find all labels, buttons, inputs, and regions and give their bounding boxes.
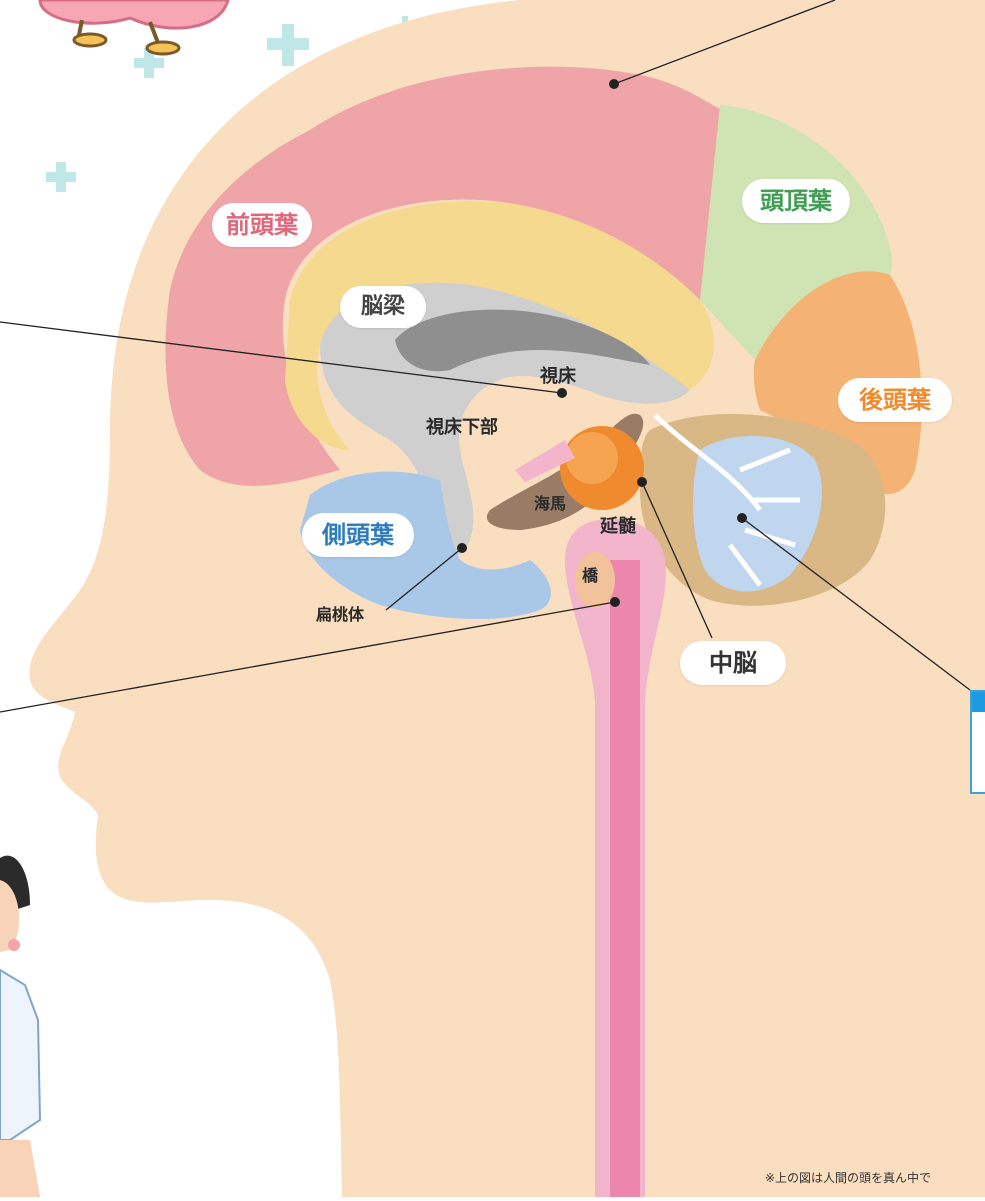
cingulate-region: [285, 201, 714, 450]
brain-character-icon: [38, 0, 230, 56]
label-midbrain: 中脳: [680, 641, 786, 685]
label-hippocampus: 海馬: [534, 494, 567, 513]
info-box-header: [972, 692, 985, 712]
label-occipital-lobe: 後頭葉: [838, 378, 952, 422]
label-medulla: 延髄: [600, 516, 636, 537]
spinal-core: [610, 560, 640, 1197]
label-frontal-lobe: 前頭葉: [212, 203, 312, 247]
label-pons: 橋: [582, 566, 599, 585]
leader-lines: [0, 0, 971, 713]
doctor-character-icon: [0, 855, 42, 1197]
label-amygdala: 扁桃体: [316, 605, 365, 624]
label-corpus-callosum: 脳梁: [340, 286, 426, 328]
parietal-lobe-region: [700, 105, 892, 360]
frontal-lobe-region: [165, 66, 726, 486]
midbrain-highlight: [566, 432, 618, 484]
occipital-lobe-region: [753, 271, 922, 494]
label-hypothalamus: 視床下部: [426, 417, 498, 438]
footnote: ※上の図は人間の頭を真ん中で: [765, 1171, 932, 1185]
label-thalamus: 視床: [540, 366, 576, 387]
sparkle-decorations: [46, 16, 408, 192]
leader-dots: [457, 79, 747, 607]
fornix-region: [515, 440, 575, 482]
pons-region: [575, 552, 615, 608]
label-parietal-lobe: 頭頂葉: [742, 179, 850, 223]
info-box: [970, 690, 985, 794]
arbor-vitae: [653, 413, 800, 587]
temporal-lobe-region: [300, 471, 551, 620]
ventricle-region: [395, 309, 650, 372]
label-temporal-lobe: 側頭葉: [302, 513, 414, 557]
